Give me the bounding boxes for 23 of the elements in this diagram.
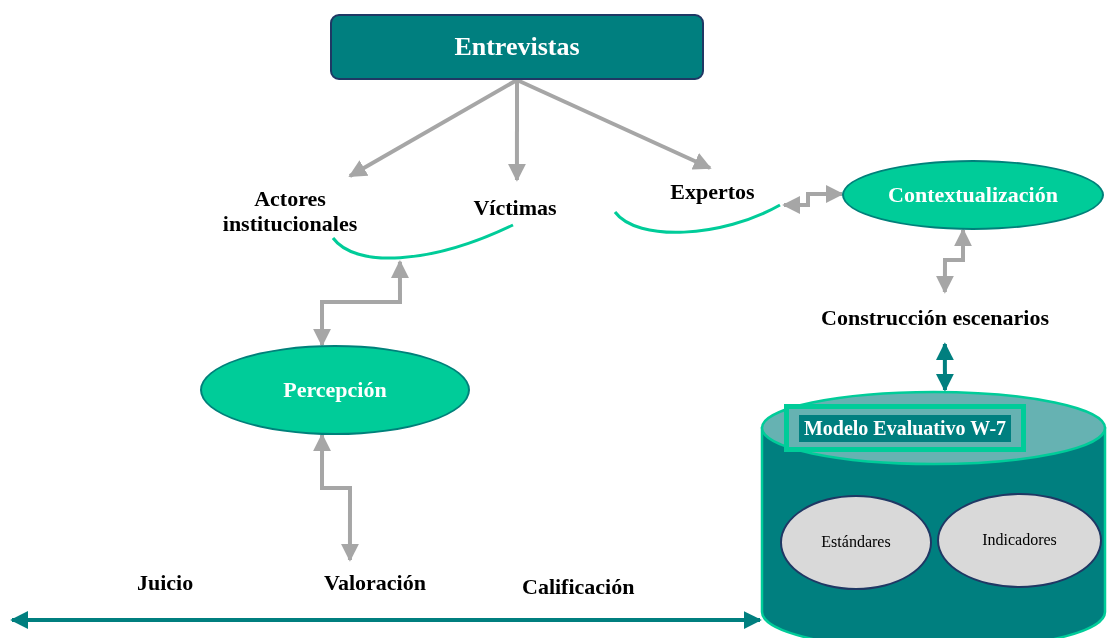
model-title: Modelo Evaluativo W-7 — [798, 414, 1012, 442]
step-label-text: Construcción escenarios — [821, 305, 1049, 331]
connector-arrow — [516, 78, 712, 170]
connector-arrow — [935, 228, 972, 294]
group-label-text: Actores institucionales — [221, 185, 359, 237]
process-ellipse-text: Percepción — [283, 377, 387, 403]
group-label-text: Expertos — [670, 179, 755, 205]
stage-label: Calificación — [522, 574, 635, 600]
connector-arrow — [313, 260, 409, 347]
connector-arrow — [313, 433, 359, 562]
connector-arrow — [507, 80, 526, 182]
process-ellipse-text: Contextualización — [888, 182, 1058, 208]
title-box — [330, 14, 704, 80]
item-ellipse-text: Estándares — [821, 533, 891, 552]
stage-label-text: Valoración — [324, 569, 426, 596]
connector-arrow — [935, 342, 954, 392]
connector-arrow — [782, 185, 844, 214]
stage-label: Juicio — [137, 570, 194, 596]
connector-arrow — [348, 78, 518, 178]
group-label-text: Víctimas — [473, 195, 557, 221]
connector-arrow — [10, 611, 762, 630]
item-ellipse-text: Indicadores — [982, 531, 1057, 550]
title-box-text: Entrevistas — [454, 32, 580, 62]
